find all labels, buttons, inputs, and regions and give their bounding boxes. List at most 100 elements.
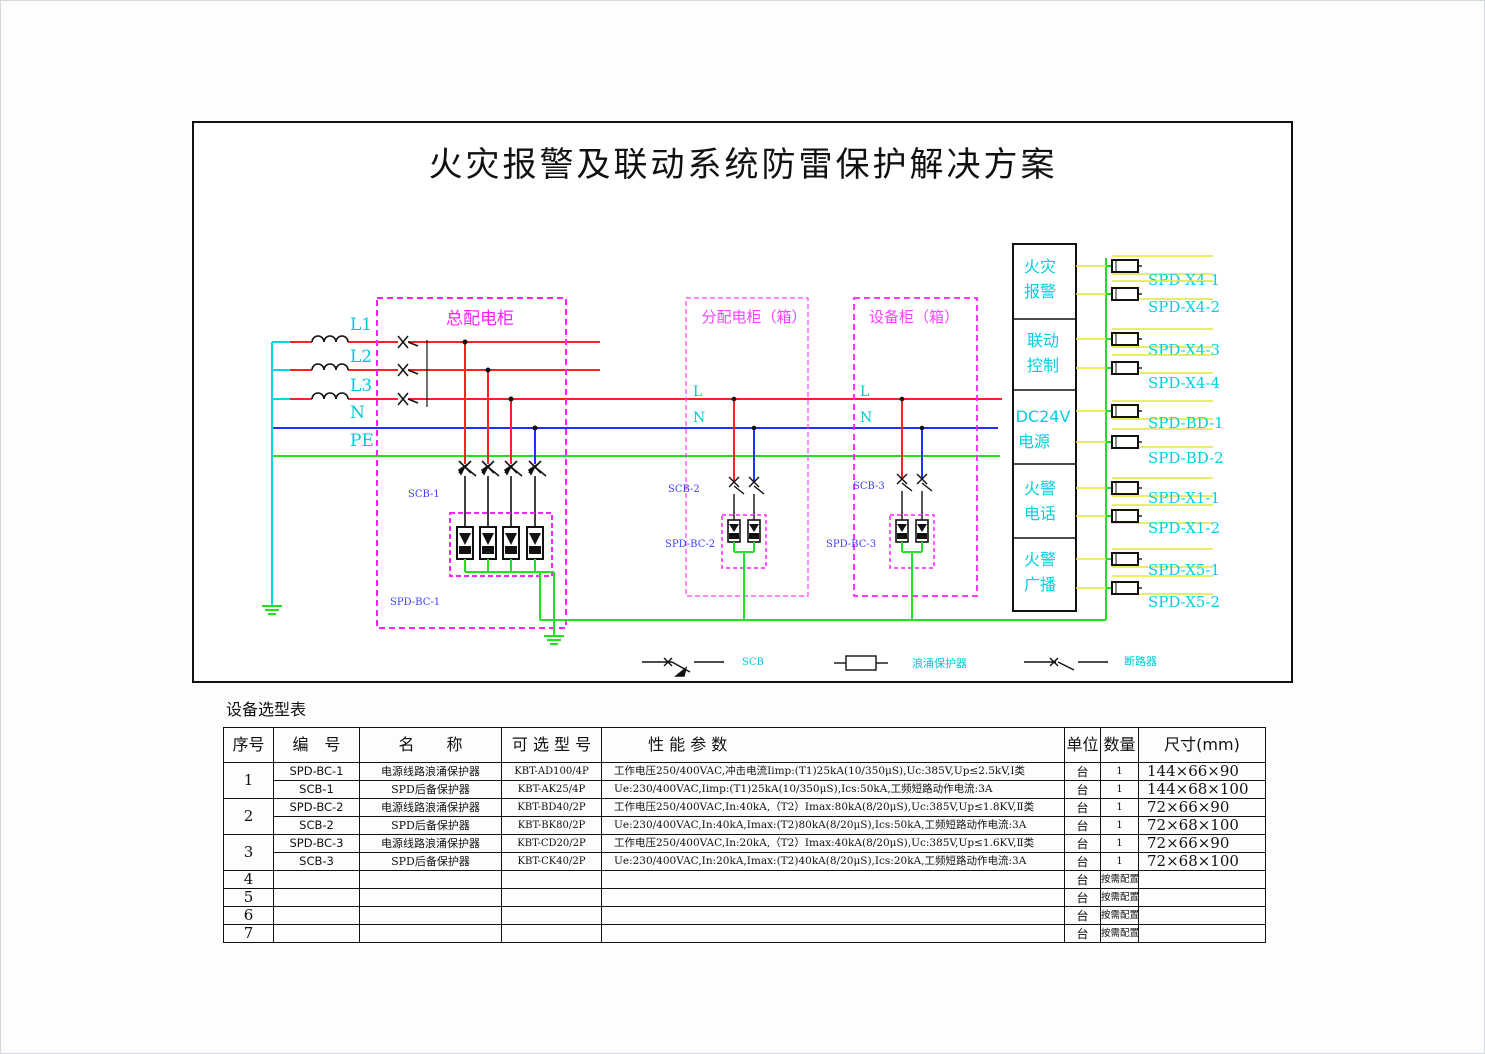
spd-legend-icon: [834, 655, 888, 671]
table-cell: 4: [223, 870, 274, 889]
breaker-label: SCB-2: [668, 484, 700, 495]
table-cell: 台: [1064, 798, 1101, 817]
table-cell: [359, 870, 502, 889]
line-label-n: N: [860, 410, 872, 426]
table-cell: 6: [223, 906, 274, 925]
signal-spd-icon: [1111, 581, 1139, 595]
table-cell: [359, 906, 502, 925]
enclosure-sub-panel: [685, 297, 809, 597]
diagram-title: 火灾报警及联动系统防雷保护解决方案: [429, 145, 1058, 185]
panel-label: 火警电话: [1024, 479, 1056, 523]
panel-label: 火警广播: [1024, 550, 1056, 594]
signal-spd-label: SPD-X4-4: [1148, 374, 1220, 392]
breaker-label: SCB-3: [853, 481, 885, 492]
signal-spd-icon: [1111, 332, 1139, 346]
signal-spd-icon: [1111, 509, 1139, 523]
phase-label: N: [350, 403, 365, 423]
dot-icon: [462, 339, 538, 431]
table-cell: 1: [1100, 852, 1139, 871]
col-header: 性 能 参 数: [601, 727, 1065, 763]
table-cell: [359, 924, 502, 943]
table-cell: KBT-CD20/2P: [501, 834, 602, 853]
phase-label: L2: [350, 347, 372, 367]
ground-icon: [262, 605, 282, 615]
table-cell: 72×68×100: [1138, 816, 1266, 835]
table-cell: [273, 888, 360, 907]
table-cell: 1: [1100, 762, 1139, 781]
signal-spd-label: SPD-X1-2: [1148, 519, 1220, 537]
table-cell: 台: [1064, 762, 1101, 781]
table-cell: 台: [1064, 816, 1101, 835]
table-cell: [601, 906, 1065, 925]
table-cell: 5: [223, 888, 274, 907]
table-cell: [1138, 870, 1266, 889]
table-cell: 72×66×90: [1138, 798, 1266, 817]
table-cell: 7: [223, 924, 274, 943]
table-cell: SPD后备保护器: [359, 852, 502, 871]
table-cell: [601, 888, 1065, 907]
signal-spd-label: SPD-BD-1: [1148, 414, 1224, 432]
breaker-label: SCB-1: [408, 489, 440, 500]
table-cell: [359, 888, 502, 907]
scb-1-icon: [457, 460, 547, 528]
table-header: 序号 编 号 名 称 可 选 型 号 性 能 参 数 单位 数量 尺寸(mm): [223, 727, 1266, 763]
table-cell: KBT-AK25/4P: [501, 780, 602, 799]
table-cell: Ue:230/400VAC,In:40kA,Imax:(T2)80kA(8/20…: [601, 816, 1065, 835]
table-cell: [501, 888, 602, 907]
signal-spd-label: SPD-X5-1: [1148, 561, 1220, 579]
signal-spd-label: SPD-X4-2: [1148, 298, 1220, 316]
table-cell: 1: [1100, 798, 1139, 817]
table-cell: 按需配置: [1100, 888, 1139, 907]
signal-spd-label: SPD-X1-1: [1148, 489, 1220, 507]
table-cell: [601, 924, 1065, 943]
table-cell: 台: [1064, 870, 1101, 889]
inductor-icon: [311, 335, 349, 400]
table-cell: 台: [1064, 906, 1101, 925]
table-cell: [273, 906, 360, 925]
signal-spd-label: SPD-X4-3: [1148, 341, 1220, 359]
table-cell: SPD后备保护器: [359, 780, 502, 799]
signal-spd-icon: [1111, 361, 1139, 375]
scb-legend-icon: [642, 657, 724, 677]
signal-spd-group: SPD-X4-1SPD-X4-2SPD-X4-3SPD-X4-4SPD-BD-1…: [1076, 255, 1224, 620]
signal-spd-icon: [1111, 552, 1139, 566]
spd-label: SPD-BC-1: [390, 597, 440, 608]
table-cell: [601, 870, 1065, 889]
table-cell: 台: [1064, 834, 1101, 853]
col-header: 名 称: [359, 727, 502, 763]
table-cell: [1138, 888, 1266, 907]
earth-bar: [271, 341, 290, 605]
table-cell: SPD后备保护器: [359, 816, 502, 835]
phase-label: L3: [350, 376, 372, 396]
signal-spd-icon: [1111, 481, 1139, 495]
table-cell: 按需配置: [1100, 906, 1139, 925]
drawing-frame: [192, 121, 1293, 683]
table-cell: 72×66×90: [1138, 834, 1266, 853]
signal-spd-icon: [1111, 259, 1139, 273]
enclosure-main-panel: [376, 297, 567, 629]
ground-icon: [544, 635, 564, 645]
legend-label: 断路器: [1124, 654, 1157, 668]
spd-bc-1-box: [449, 512, 553, 577]
table-cell: 1: [1100, 834, 1139, 853]
table-cell: [1138, 906, 1266, 925]
legend-label: 浪涌保护器: [912, 656, 967, 670]
table-cell: KBT-BD40/2P: [501, 798, 602, 817]
enclosure-label: 设备柜（箱）: [869, 308, 959, 326]
enclosure-label: 总配电柜: [446, 309, 514, 329]
signal-spd-label: SPD-X4-1: [1148, 271, 1220, 289]
table-cell: KBT-AD100/4P: [501, 762, 602, 781]
table-caption: 设备选型表: [226, 700, 307, 719]
col-header: 尺寸(mm): [1138, 727, 1266, 763]
table-cell: 1: [223, 762, 274, 799]
table-cell: 电源线路浪涌保护器: [359, 834, 502, 853]
table-row: 6 台按需配置: [223, 906, 1266, 925]
